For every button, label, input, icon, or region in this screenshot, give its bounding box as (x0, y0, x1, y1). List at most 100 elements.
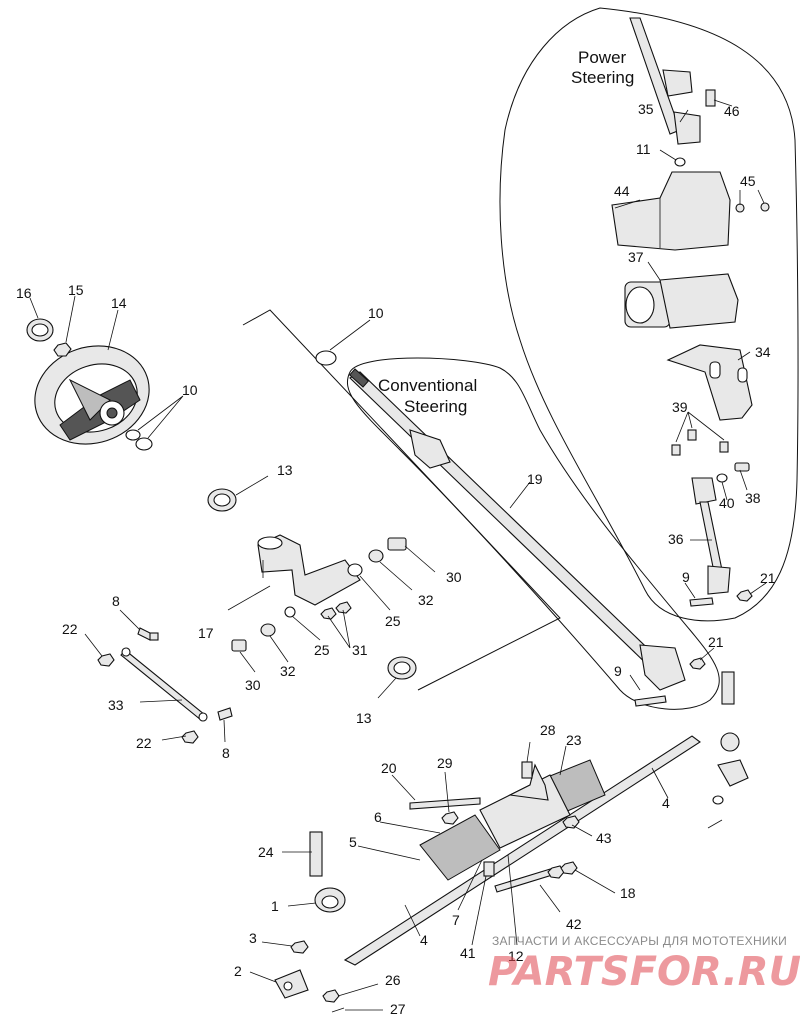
callout-7: 7 (452, 912, 460, 928)
callout-8-upper: 8 (112, 593, 120, 609)
callout-44: 44 (614, 183, 630, 199)
callout-4-right: 4 (662, 795, 670, 811)
pin-27 (331, 1007, 345, 1013)
leader-lines (29, 99, 767, 1011)
callout-41: 41 (460, 945, 476, 961)
steering-rack (343, 735, 701, 966)
bushing-32-upper (368, 549, 384, 563)
callout-4-left: 4 (420, 932, 428, 948)
callout-2: 2 (234, 963, 242, 979)
callout-21-lower: 21 (708, 634, 724, 650)
callout-25-lower: 25 (314, 642, 330, 658)
bolt-46 (705, 89, 716, 107)
callout-30-upper: 30 (446, 569, 462, 585)
wheel-cap (26, 318, 54, 342)
callout-27: 27 (390, 1001, 406, 1017)
callout-18: 18 (620, 885, 636, 901)
tie-rod-end-right (707, 732, 749, 829)
callout-10-column: 10 (368, 305, 384, 321)
callout-22-upper: 22 (62, 621, 78, 637)
conventional-steering-title-line2: Steering (404, 397, 467, 416)
bolt-30-upper (387, 537, 407, 551)
bushing-13-top (207, 488, 237, 512)
washer-25-upper (347, 563, 363, 577)
callout-29: 29 (437, 755, 453, 771)
bushing-1 (314, 887, 346, 913)
callout-45: 45 (740, 173, 756, 189)
conventional-steering-title-line1: Conventional (378, 376, 477, 395)
nut-21-upper (736, 589, 753, 602)
steering-wheel (34, 345, 150, 445)
bolt-38 (734, 462, 750, 472)
callout-26: 26 (385, 972, 401, 988)
washer-25-lower (284, 606, 296, 618)
bushing-32-lower (260, 623, 276, 637)
callout-25-upper: 25 (385, 613, 401, 629)
callout-11: 11 (636, 141, 651, 157)
callout-39: 39 (672, 399, 688, 415)
callout-32-lower: 32 (280, 663, 296, 679)
cylinder-33 (120, 647, 208, 722)
power-steering-outline (499, 7, 799, 622)
washer-40 (716, 473, 728, 483)
nut-22-lower (181, 730, 199, 744)
bolt-41 (483, 861, 495, 877)
bolt-8-lower (217, 707, 233, 721)
callout-21-upper: 21 (760, 570, 776, 586)
callout-15: 15 (68, 282, 84, 298)
callout-34: 34 (755, 344, 771, 360)
callout-36: 36 (668, 531, 684, 547)
callout-9-lower: 9 (614, 663, 622, 679)
callout-28: 28 (540, 722, 556, 738)
bolt-9-lower (634, 695, 667, 707)
callout-12: 12 (508, 948, 524, 964)
callout-1: 1 (271, 898, 279, 914)
callout-5: 5 (349, 834, 357, 850)
callout-33: 33 (108, 697, 124, 713)
column-bracket-outline (242, 309, 561, 691)
callout-22-lower: 22 (136, 735, 152, 751)
mount-bracket-34 (666, 344, 753, 421)
callout-32-upper: 32 (418, 592, 434, 608)
callout-38: 38 (745, 490, 761, 506)
callout-3: 3 (249, 930, 257, 946)
nut-26 (322, 989, 340, 1003)
nut-29 (441, 811, 459, 825)
bolts-39 (671, 429, 729, 456)
callout-17: 17 (198, 625, 214, 641)
nuts-31 (320, 601, 352, 620)
nut-3 (290, 940, 309, 954)
power-steering-title-line2: Steering (571, 68, 634, 87)
nut-43 (562, 815, 580, 829)
bolt-20 (409, 797, 481, 810)
screws-45 (735, 202, 770, 213)
callout-43: 43 (596, 830, 612, 846)
tie-rod-end-2 (274, 969, 309, 999)
watermark-caption: ЗАПЧАСТИ И АКСЕССУАРЫ ДЛЯ МОТОТЕХНИКИ (492, 934, 787, 948)
callout-19: 19 (527, 471, 543, 487)
lower-shaft-36 (691, 477, 731, 595)
wheel-nut (53, 342, 72, 357)
washer-10-column (315, 350, 337, 366)
callout-31: 31 (352, 642, 368, 658)
callout-30-lower: 30 (245, 677, 261, 693)
callout-20: 20 (381, 760, 397, 776)
callout-24: 24 (258, 844, 274, 860)
callout-23: 23 (566, 732, 582, 748)
nuts-18 (547, 861, 578, 879)
callout-46: 46 (724, 103, 740, 119)
callout-40: 40 (719, 495, 735, 511)
callout-13-top: 13 (277, 462, 293, 478)
watermark-brand: PARTSFOR.RU (488, 949, 800, 995)
nut-21-lower (689, 657, 706, 670)
steering-shaft-19 (348, 368, 686, 691)
callout-16: 16 (16, 285, 32, 301)
washer-11 (674, 157, 686, 167)
callout-10-left: 10 (182, 382, 198, 398)
bolt-top-right (721, 671, 735, 705)
bushing-13-lower (387, 656, 417, 680)
callout-37: 37 (628, 249, 644, 265)
bolt-8-upper (137, 627, 159, 641)
callout-8-lower: 8 (222, 745, 230, 761)
